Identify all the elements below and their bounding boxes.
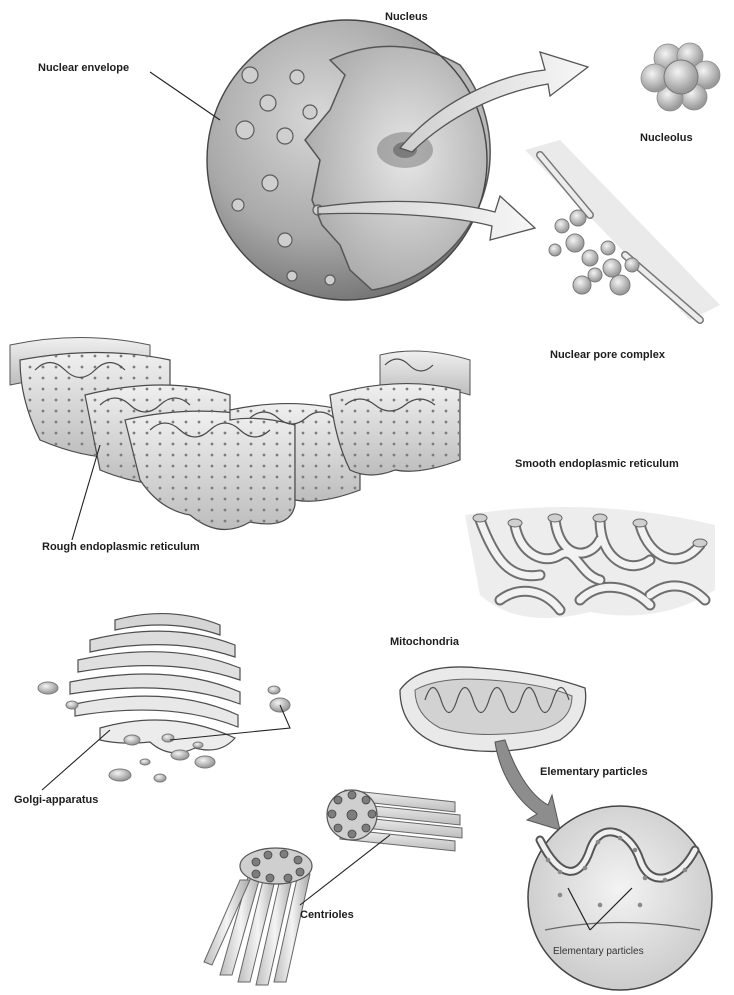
centrioles-illustration [204,790,462,985]
arrow-to-inset [495,740,560,830]
label-elementary-particles-inset: Elementary particles [553,947,644,957]
leader-rough-er [72,445,100,540]
golgi-illustration [38,614,290,782]
rough-er-illustration [10,338,470,530]
leader-golgi [42,730,110,790]
elementary-particles-inset [528,806,712,990]
nucleolus-illustration [641,43,720,111]
label-nuclear-pore-complex: Nuclear pore complex [550,350,665,361]
label-smooth-er: Smooth endoplasmic reticulum [515,459,679,470]
label-nucleus: Nucleus [385,12,428,23]
smooth-er-illustration [465,507,715,618]
leader-centrioles [300,835,390,905]
label-nuclear-envelope: Nuclear envelope [38,63,129,74]
label-elementary-particles-top: Elementary particles [540,767,648,778]
label-centrioles: Centrioles [300,910,354,921]
label-golgi: Golgi-apparatus [14,795,98,806]
nuclear-pore-complex-illustration [525,140,720,320]
label-nucleolus: Nucleolus [640,133,693,144]
nucleus-illustration [207,20,588,300]
leader-nuclear-envelope [150,72,220,120]
label-mitochondria: Mitochondria [390,637,459,648]
label-rough-er: Rough endoplasmic reticulum [42,542,200,553]
